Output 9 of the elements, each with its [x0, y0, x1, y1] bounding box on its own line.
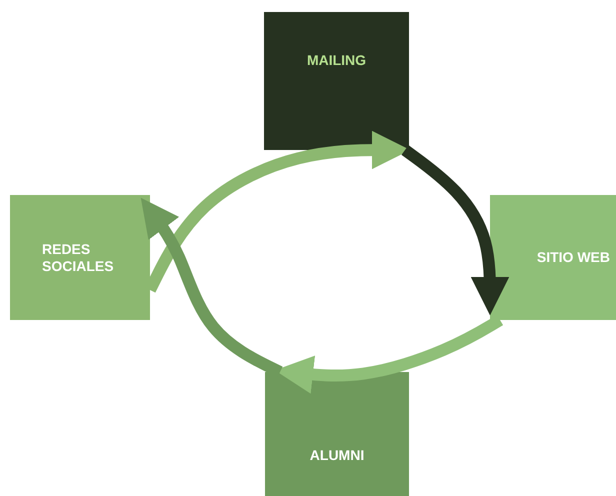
category-block [10, 195, 150, 320]
block-label: ALUMNI [310, 447, 364, 464]
category-block [265, 372, 409, 496]
category-block [264, 12, 409, 150]
block-label: MAILING [306, 52, 366, 69]
category-block [490, 195, 616, 320]
curved-arrow [401, 145, 510, 316]
block-label: SITIO WEB [536, 249, 610, 266]
block-label: REDES SOCIALES [42, 240, 115, 274]
